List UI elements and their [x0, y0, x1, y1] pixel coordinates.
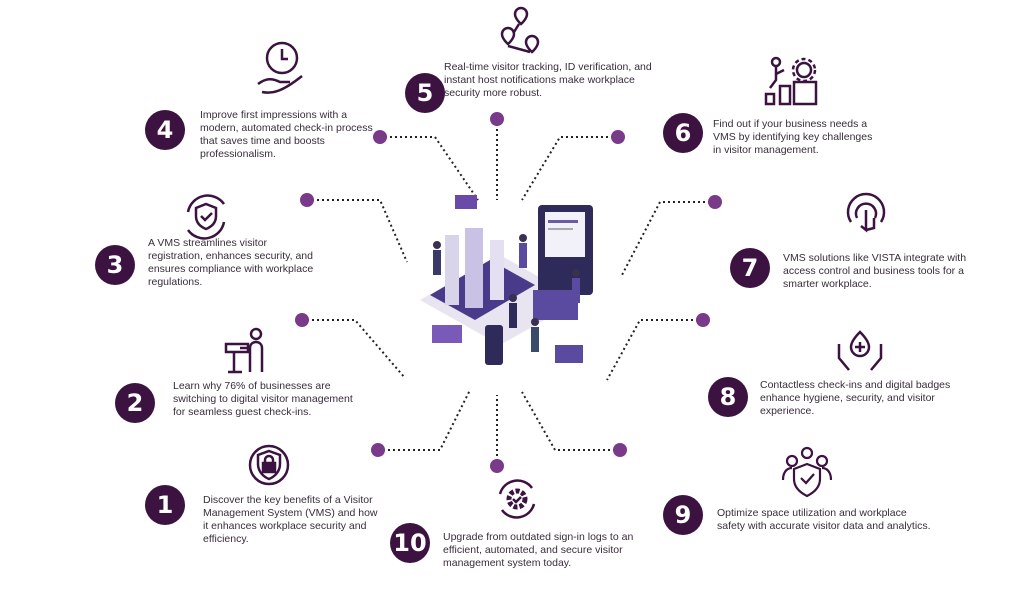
- connector-4: [380, 136, 479, 201]
- dot-5: [490, 112, 504, 126]
- growth-gear-icon: [764, 56, 818, 106]
- dot-4: [373, 130, 387, 144]
- clock-hand-icon: [257, 41, 303, 94]
- connector-7: [621, 201, 715, 276]
- step-number-4: 4: [145, 110, 185, 150]
- connector-6: [521, 136, 618, 201]
- hygiene-hands-icon: [837, 330, 883, 371]
- dot-9: [613, 443, 627, 457]
- step-number-7: 7: [730, 248, 770, 288]
- dot-8: [696, 313, 710, 327]
- step-number-10: 10: [390, 523, 430, 563]
- shield-check-cycle-icon: [186, 194, 226, 240]
- step-text-1: Discover the key benefits of a Visitor M…: [203, 494, 378, 545]
- step-number-5: 5: [405, 73, 445, 113]
- dot-7: [708, 195, 722, 209]
- step-text-2: Learn why 76% of businesses are switchin…: [173, 380, 353, 418]
- step-text-6: Find out if your business needs a VMS by…: [713, 118, 873, 156]
- group-shield-icon: [781, 446, 833, 498]
- step-number-9: 9: [663, 495, 703, 535]
- connector-8: [606, 319, 703, 381]
- connector-1: [378, 389, 471, 451]
- step-number-8: 8: [708, 377, 748, 417]
- central-vms-illustration: [420, 195, 593, 365]
- step-number-6: 6: [663, 113, 703, 153]
- step-text-4: Improve first impressions with a modern,…: [200, 109, 373, 160]
- touch-access-icon: [846, 192, 886, 233]
- step-text-5: Real-time visitor tracking, ID verificat…: [444, 61, 652, 99]
- dot-1: [371, 443, 385, 457]
- connector-3: [307, 199, 408, 263]
- dot-2: [295, 313, 309, 327]
- step-text-3: A VMS streamlines visitor registration, …: [148, 237, 314, 288]
- step-text-8: Contactless check-ins and digital badges…: [760, 379, 951, 417]
- step-number-1: 1: [145, 485, 185, 525]
- step-number-3: 3: [95, 245, 135, 285]
- dot-10: [490, 459, 504, 473]
- gear-cycle-icon: [498, 479, 536, 519]
- step-text-9: Optimize space utilization and workplace…: [717, 507, 931, 532]
- connector-2: [302, 319, 406, 379]
- person-kiosk-icon: [224, 327, 264, 374]
- step-number-2: 2: [115, 383, 155, 423]
- step-text-10: Upgrade from outdated sign-in logs to an…: [443, 531, 634, 569]
- location-pins-icon: [500, 6, 540, 54]
- dot-6: [611, 130, 625, 144]
- dot-3: [300, 193, 314, 207]
- step-text-7: VMS solutions like VISTA integrate with …: [783, 252, 967, 290]
- connector-9: [521, 391, 620, 451]
- shield-lock-icon: [248, 444, 290, 486]
